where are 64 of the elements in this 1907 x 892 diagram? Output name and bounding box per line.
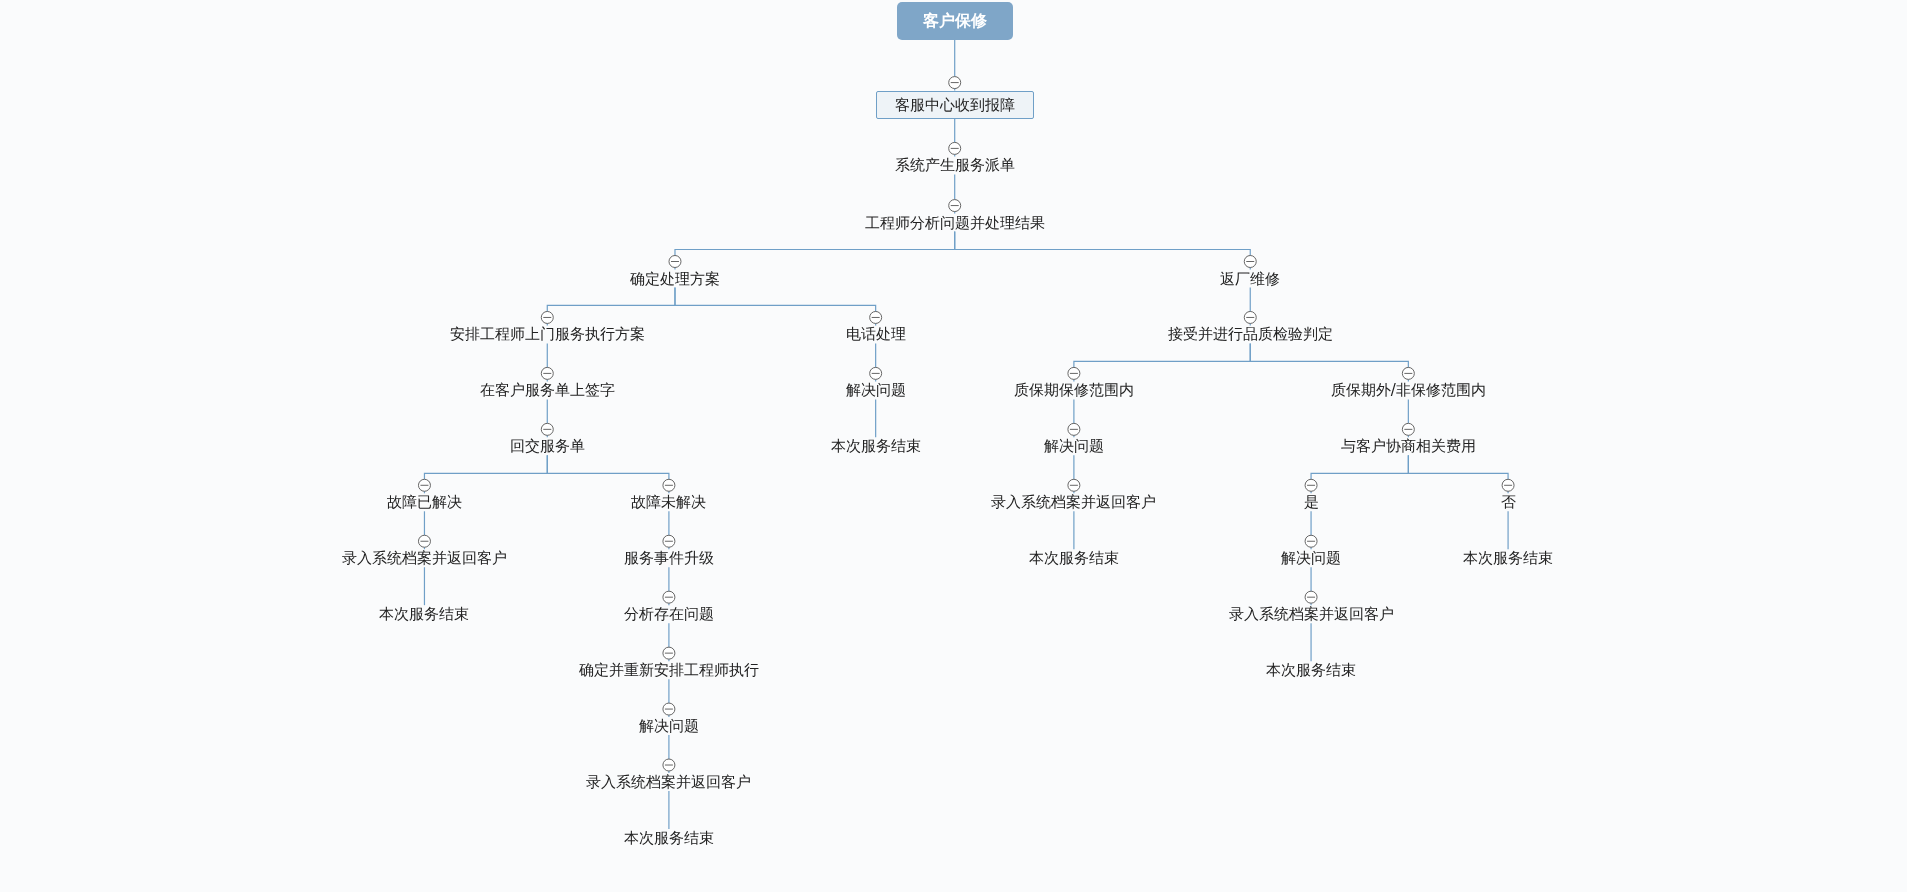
connector-line bbox=[1073, 398, 1075, 438]
connector-line bbox=[1310, 566, 1312, 606]
step-label: 本次服务结束 bbox=[830, 437, 921, 456]
step-label: 系统产生服务派单 bbox=[894, 156, 1015, 175]
connector-line bbox=[668, 622, 670, 662]
step-label: 安排工程师上门服务执行方案 bbox=[449, 325, 645, 344]
step-label: 本次服务结束 bbox=[1463, 549, 1554, 568]
connector-line bbox=[1249, 286, 1251, 327]
step-label: 电话处理 bbox=[845, 325, 906, 344]
connector-line bbox=[1310, 510, 1312, 550]
step-label: 否 bbox=[1500, 493, 1516, 512]
step-label: 解决问题 bbox=[1281, 549, 1342, 568]
step-label: 解决问题 bbox=[845, 381, 906, 400]
step-label: 本次服务结束 bbox=[623, 828, 714, 847]
step-label: 录入系统档案并返回客户 bbox=[991, 493, 1157, 512]
step-label: 与客户协商相关费用 bbox=[1340, 437, 1476, 456]
step-label: 故障已解决 bbox=[386, 493, 462, 512]
connector-line bbox=[1249, 342, 1409, 382]
step-label: 在客户服务单上签字 bbox=[479, 381, 615, 400]
step-label: 确定并重新安排工程师执行 bbox=[578, 661, 759, 680]
step-label: 故障未解决 bbox=[631, 493, 707, 512]
connector-line bbox=[954, 118, 956, 157]
step-label: 接受并进行品质检验判定 bbox=[1167, 325, 1333, 344]
connector-line bbox=[668, 734, 670, 774]
connector-line bbox=[1507, 510, 1509, 550]
step-label: 工程师分析问题并处理结果 bbox=[864, 213, 1045, 232]
connector-line bbox=[668, 566, 670, 606]
step-label: 质保期外/非保修范围内 bbox=[1330, 381, 1486, 400]
connector-line bbox=[668, 790, 670, 830]
step-label: 返厂维修 bbox=[1220, 269, 1281, 288]
step-label: 服务事件升级 bbox=[623, 549, 714, 568]
process-box: 客服中心收到报障 bbox=[875, 90, 1034, 119]
connector-line bbox=[954, 173, 956, 215]
step-label: 质保期保修范围内 bbox=[1013, 381, 1134, 400]
step-label: 本次服务结束 bbox=[379, 605, 470, 624]
connector-line bbox=[1310, 622, 1312, 662]
connector-line bbox=[674, 286, 877, 327]
step-label: 分析存在问题 bbox=[623, 605, 714, 624]
connector-line bbox=[1073, 510, 1075, 550]
connector-line bbox=[1407, 398, 1409, 438]
step-label: 录入系统档案并返回客户 bbox=[586, 773, 752, 791]
step-label: 回交服务单 bbox=[509, 437, 585, 456]
root-box: 客户保修 bbox=[896, 1, 1013, 40]
step-label: 确定处理方案 bbox=[630, 269, 720, 288]
step-label: 解决问题 bbox=[1043, 437, 1104, 456]
connector-line bbox=[668, 678, 670, 718]
step-label: 录入系统档案并返回客户 bbox=[1228, 605, 1394, 624]
connector-line bbox=[875, 342, 877, 382]
step-label: 录入系统档案并返回客户 bbox=[341, 549, 507, 568]
connector-line bbox=[546, 342, 548, 382]
connector-line bbox=[423, 566, 426, 606]
connector-line bbox=[546, 454, 670, 494]
connector-line bbox=[1073, 454, 1075, 494]
connector-line bbox=[954, 39, 956, 92]
connector-line bbox=[875, 398, 877, 438]
step-label: 解决问题 bbox=[638, 717, 699, 736]
connector-line bbox=[546, 398, 548, 438]
step-label: 本次服务结束 bbox=[1028, 549, 1119, 568]
connector-line bbox=[1407, 454, 1509, 494]
connector-line bbox=[423, 510, 426, 550]
step-label: 本次服务结束 bbox=[1266, 661, 1357, 680]
connector-line bbox=[954, 230, 1251, 271]
step-label: 是 bbox=[1303, 493, 1319, 512]
connector-line bbox=[668, 510, 670, 550]
